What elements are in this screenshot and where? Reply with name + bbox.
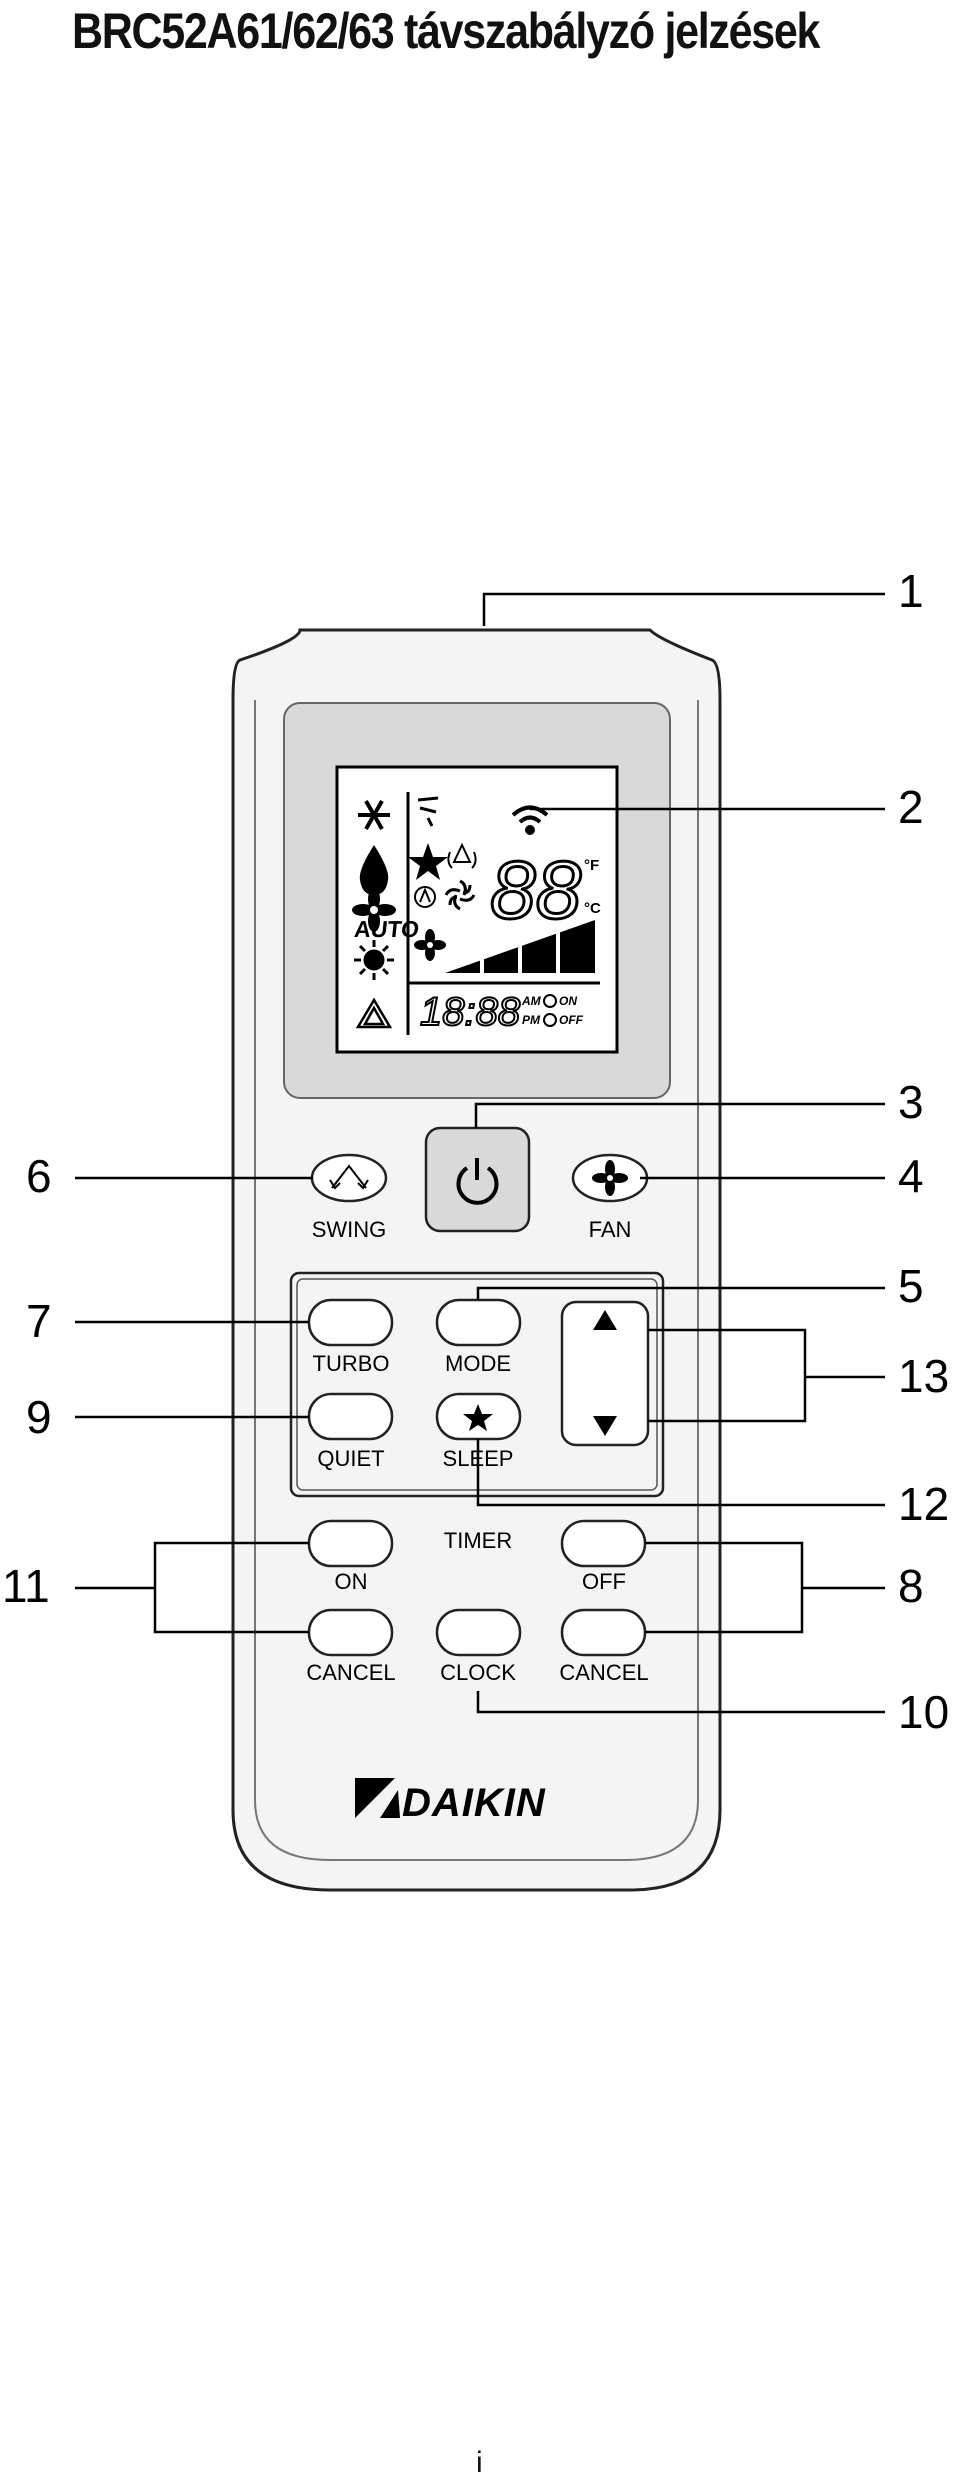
clock-button[interactable] (435, 1608, 522, 1657)
droplet-icon (359, 845, 389, 895)
callout-7: 7 (26, 1295, 52, 1347)
callout-11: 11 (2, 1560, 50, 1612)
callout-1: 1 (898, 565, 924, 617)
quiet-button[interactable] (307, 1392, 394, 1441)
cancel-on-button[interactable] (307, 1608, 394, 1657)
temperature-rocker[interactable] (560, 1300, 650, 1447)
fan-label: FAN (589, 1217, 632, 1242)
callout-8: 8 (898, 1560, 924, 1612)
callout-9: 9 (26, 1391, 52, 1443)
fan-mode-icon (352, 888, 396, 932)
swing-button[interactable] (310, 1153, 388, 1203)
swing-label: SWING (312, 1217, 387, 1242)
temperature-digits: 88 (490, 845, 582, 936)
callout-13: 13 (898, 1350, 949, 1402)
timer-on-indicator: ON (559, 994, 577, 1008)
callout-2: 2 (898, 781, 924, 833)
auto-display-text: AUTO (353, 916, 420, 942)
celsius-unit: °C (584, 900, 601, 917)
fan-speed-bar-gaps (480, 928, 560, 975)
quiet-label: QUIET (317, 1446, 384, 1471)
cancel-off-button[interactable] (560, 1608, 647, 1657)
star-display-icon (408, 843, 448, 880)
callout-4: 4 (898, 1150, 924, 1202)
daikin-logo: DAIKIN (355, 1778, 546, 1825)
fresh-air-icon (447, 842, 477, 869)
page-number: i (476, 2446, 483, 2479)
signal-icon (511, 805, 549, 835)
power-button[interactable] (424, 1126, 531, 1233)
swing-icon (329, 1164, 369, 1190)
sun-heat-icon (354, 940, 394, 980)
daikin-logo-mark (355, 1778, 395, 1818)
timer-label: TIMER (444, 1528, 512, 1553)
callout-6: 6 (26, 1150, 52, 1202)
callout-12: 12 (898, 1478, 949, 1530)
am-indicator: AM (521, 994, 542, 1008)
page-title: BRC52A61/62/63 távszabályzó jelzések (72, 3, 820, 59)
fahrenheit-unit: °F (584, 857, 599, 874)
timer-on-button[interactable] (307, 1519, 394, 1568)
mode-button[interactable] (435, 1298, 522, 1347)
swing-display-icon (417, 796, 439, 827)
turbo-label: TURBO (313, 1351, 390, 1376)
turbo-spin-icon (444, 879, 476, 911)
mode-label: MODE (445, 1351, 511, 1376)
cancel-left-label: CANCEL (306, 1660, 395, 1685)
callout-lines (75, 592, 885, 1714)
timer-off-button[interactable] (560, 1519, 647, 1568)
on-label: ON (335, 1569, 368, 1594)
callout-3: 3 (898, 1076, 924, 1128)
off-label: OFF (582, 1569, 626, 1594)
sleep-button[interactable] (435, 1392, 522, 1441)
brand-text: DAIKIN (402, 1781, 546, 1825)
auto-mode-triangle-icon (355, 997, 393, 1029)
filter-icon (414, 886, 436, 908)
clock-label: CLOCK (440, 1660, 516, 1685)
clock-icon (543, 994, 557, 1027)
callout-10: 10 (898, 1686, 949, 1738)
cancel-right-label: CANCEL (559, 1660, 648, 1685)
callout-numbers: 1 2 3 4 5 6 7 8 9 10 11 12 13 (2, 565, 949, 1738)
clock-digits: 18:88 (420, 990, 521, 1034)
power-icon (456, 1166, 499, 1205)
callout-5: 5 (898, 1260, 924, 1312)
fan-icon (592, 1160, 628, 1196)
turbo-button[interactable] (307, 1298, 394, 1347)
pm-indicator: PM (522, 1013, 541, 1027)
down-arrow-icon (593, 1416, 617, 1436)
fan-button[interactable] (571, 1153, 649, 1203)
up-arrow-icon (593, 1310, 617, 1330)
snowflake-icon (358, 800, 390, 830)
fan-speed-icon (414, 929, 446, 961)
timer-off-indicator: OFF (559, 1013, 584, 1027)
star-icon (463, 1404, 493, 1431)
